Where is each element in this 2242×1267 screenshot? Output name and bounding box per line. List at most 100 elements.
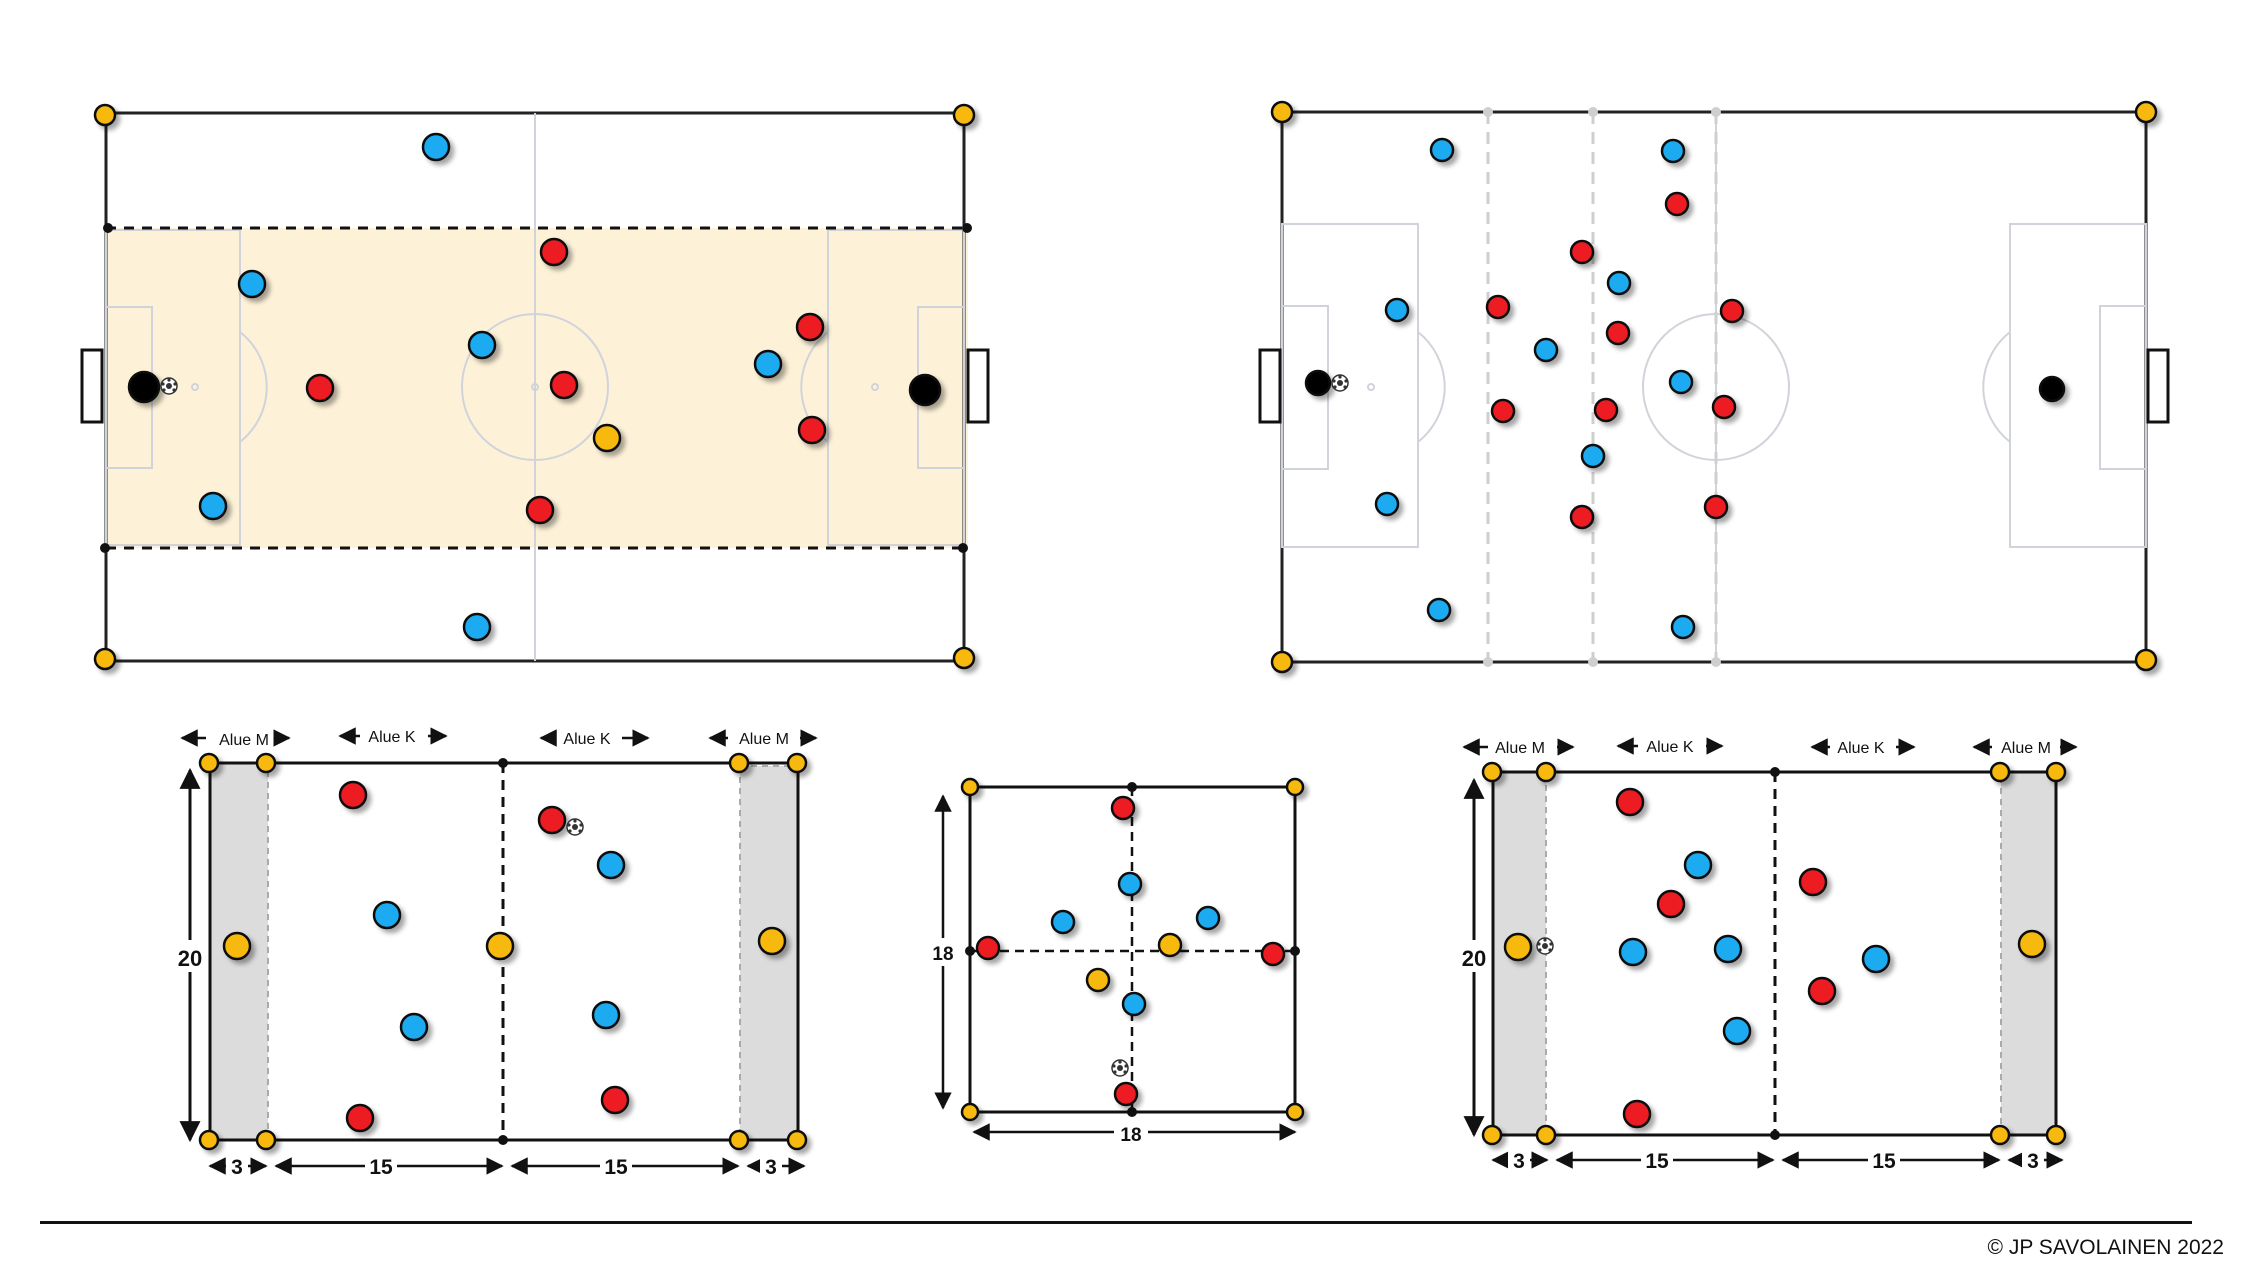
pitch-b-zone-lines	[1486, 112, 1718, 662]
red-player	[305, 373, 335, 403]
blue-player	[421, 132, 451, 162]
grid-left-zone-label: Alue M	[180, 729, 291, 749]
grid-right-zone-label: Alue K	[1616, 737, 1724, 756]
red-player	[1569, 239, 1595, 265]
corner-cone	[952, 103, 976, 127]
red-player	[1622, 1099, 1652, 1129]
red-player	[1260, 941, 1286, 967]
blue-player	[1618, 937, 1648, 967]
corner-cone	[960, 1102, 980, 1122]
grid-left-zone-label: Alue K	[539, 729, 650, 748]
corner-cone	[2045, 761, 2067, 783]
pitch-b-goals	[1258, 348, 2170, 424]
copyright: © JP SAVOLAINEN 2022	[1987, 1236, 2224, 1259]
red-player	[338, 780, 368, 810]
corner-cone	[198, 752, 220, 774]
ball-icon	[1111, 1059, 1129, 1077]
blue-player	[1121, 991, 1147, 1017]
corner-cone	[255, 752, 277, 774]
pitch-a-corner-cones	[93, 103, 976, 671]
grid-right-zone-label: Alue M	[1972, 738, 2078, 757]
pitch-a-zone-markers	[100, 223, 972, 553]
red-player	[539, 237, 569, 267]
ball-icon	[1331, 374, 1349, 392]
yellow-player	[592, 423, 622, 453]
zone-label: Alue K	[1837, 740, 1884, 757]
red-player	[525, 495, 555, 525]
corner-cone	[1989, 1124, 2011, 1146]
blue-player	[591, 1000, 621, 1030]
width-label: 3	[231, 1156, 243, 1179]
corner-cone	[728, 752, 750, 774]
height-label: 18	[932, 944, 953, 965]
corner-cone	[1270, 650, 1294, 674]
red-player	[797, 415, 827, 445]
red-player	[1703, 494, 1729, 520]
pitch-a-goals	[80, 348, 990, 424]
red-player	[1110, 795, 1136, 821]
grid-left: Alue M Alue K Alue K Alue M 20	[172, 727, 818, 1179]
corner-cone	[1285, 1102, 1305, 1122]
blue-player	[462, 612, 492, 642]
zone-label: Alue M	[2001, 740, 2051, 757]
black-player	[1304, 369, 1332, 397]
pitch-b-corner-cones	[1270, 100, 2158, 674]
black-player	[908, 373, 942, 407]
red-player	[1490, 398, 1516, 424]
grid-right-zone-label: Alue M	[1462, 738, 1575, 757]
pitch-b-outline	[1280, 110, 2148, 664]
pitch-b	[1258, 100, 2170, 674]
corner-cone	[2134, 648, 2158, 672]
red-player	[1605, 320, 1631, 346]
corner-cone	[255, 1129, 277, 1151]
yellow-player	[222, 931, 252, 961]
blue-player	[372, 900, 402, 930]
black-player	[2038, 375, 2066, 403]
height-label: 20	[178, 946, 202, 971]
blue-player	[596, 850, 626, 880]
yellow-player	[485, 931, 515, 961]
grid-left-zone-label: Alue M	[708, 729, 818, 748]
grid-left-height-dim: 20	[172, 767, 206, 1143]
grid-center: 18 18	[928, 777, 1305, 1146]
blue-player	[1426, 597, 1452, 623]
zone-label: Alue K	[368, 729, 415, 746]
corner-cone	[1481, 1124, 1503, 1146]
red-player	[1798, 867, 1828, 897]
corner-cone	[198, 1129, 220, 1151]
blue-player	[1683, 850, 1713, 880]
blue-player	[237, 269, 267, 299]
blue-player	[1533, 337, 1559, 363]
ball-icon	[1536, 937, 1554, 955]
yellow-player	[757, 926, 787, 956]
blue-player	[1660, 138, 1686, 164]
corner-cone	[952, 646, 976, 670]
red-player	[600, 1085, 630, 1115]
width-label: 15	[369, 1156, 393, 1179]
yellow-player	[1503, 932, 1533, 962]
grid-right-zone-label: Alue K	[1810, 738, 1916, 757]
red-player	[1593, 397, 1619, 423]
width-label: 15	[1872, 1150, 1896, 1173]
zone-label: Alue M	[739, 731, 789, 748]
width-label: 3	[1513, 1150, 1525, 1173]
corner-cone	[1535, 1124, 1557, 1146]
black-player	[127, 370, 161, 404]
blue-player	[1668, 369, 1694, 395]
red-player	[537, 805, 567, 835]
blue-player	[1384, 297, 1410, 323]
zone-label: Alue M	[219, 732, 269, 749]
pitch-b-zone-markers	[1483, 107, 1721, 667]
width-label: 18	[1120, 1125, 1141, 1146]
red-player	[1807, 976, 1837, 1006]
height-label: 20	[1462, 946, 1486, 971]
red-player	[1615, 787, 1645, 817]
width-label: 3	[2027, 1150, 2039, 1173]
blue-player	[1195, 905, 1221, 931]
red-player	[549, 370, 579, 400]
grid-left-width-dims: 3 15 15 3	[208, 1153, 806, 1179]
grid-right-height-dim: 20	[1456, 777, 1490, 1138]
grid-center-width-dim: 18	[972, 1120, 1297, 1146]
blue-player	[1670, 614, 1696, 640]
